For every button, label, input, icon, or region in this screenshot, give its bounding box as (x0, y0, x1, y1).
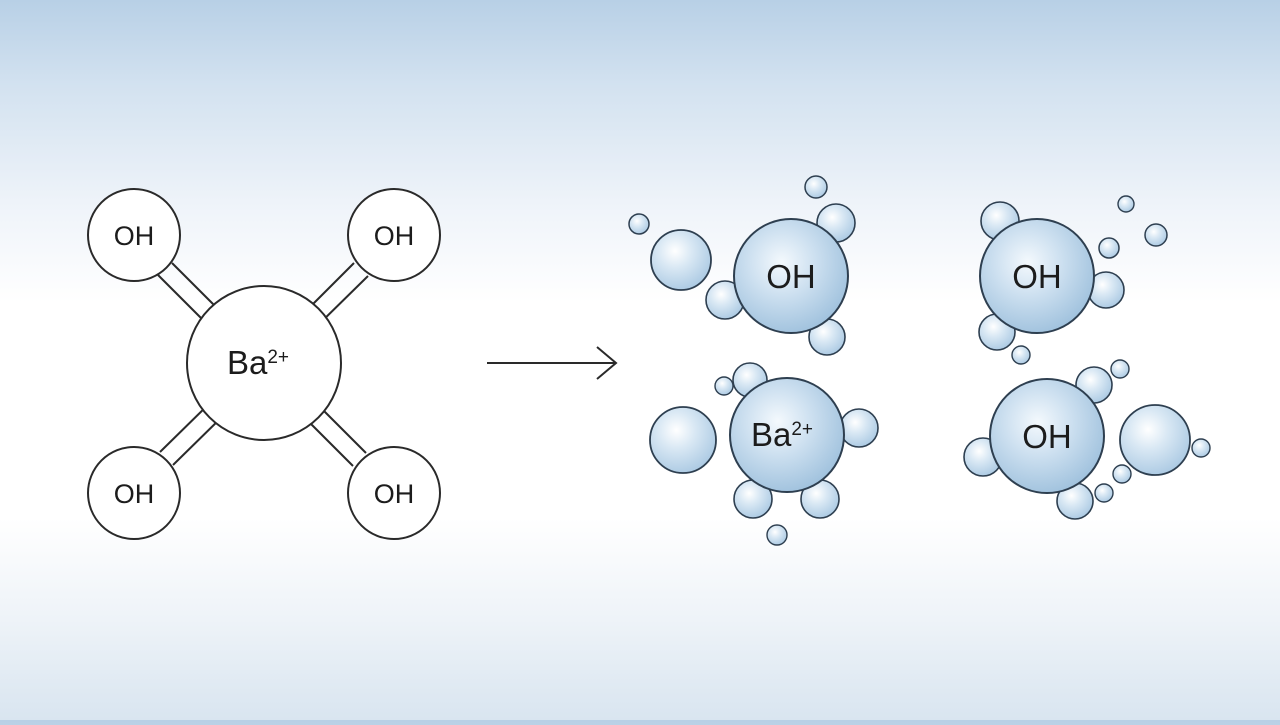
water-droplet (1011, 345, 1031, 365)
ion-label: OH (1022, 418, 1072, 455)
hydroxide-atom-top-left: OH (87, 188, 181, 282)
hydroxide-atom-top-right: OH (347, 188, 441, 282)
water-droplet (1094, 483, 1114, 503)
water-droplet (628, 213, 650, 235)
water-droplet (649, 406, 717, 474)
water-droplet (1098, 237, 1120, 259)
hydroxide-atom-bottom-left: OH (87, 446, 181, 540)
water-droplet (839, 408, 879, 448)
hydroxide-label: OH (374, 221, 415, 251)
water-droplet (1144, 223, 1168, 247)
hydroxide-label: OH (374, 479, 415, 509)
water-droplet (1191, 438, 1211, 458)
hydrated-hydroxide-3: OH (963, 359, 1211, 520)
barium-atom: Ba2+ (186, 285, 342, 441)
water-droplet (714, 376, 734, 396)
hydroxide-label: OH (114, 479, 155, 509)
water-droplet (1117, 195, 1135, 213)
water-droplet (1119, 404, 1191, 476)
water-droplet (766, 524, 788, 546)
ion-label: OH (1012, 258, 1062, 295)
hydroxide-label: OH (114, 221, 155, 251)
water-droplet (1112, 464, 1132, 484)
barium-ion-charge: 2+ (791, 419, 813, 440)
water-droplet (1110, 359, 1130, 379)
hydroxide-atom-bottom-right: OH (347, 446, 441, 540)
barium-symbol: Ba (227, 344, 268, 381)
water-droplet (804, 175, 828, 199)
dissociated-ions: OH OH (628, 175, 1211, 546)
barium-ion-symbol: Ba (751, 416, 792, 453)
compound-structure: Ba2+ OH OH OH OH (87, 188, 441, 540)
barium-charge: 2+ (267, 347, 289, 368)
water-droplet (650, 229, 712, 291)
hydrated-hydroxide-2: OH (978, 195, 1168, 365)
ion-label: OH (766, 258, 816, 295)
svg-text:Ba2+: Ba2+ (751, 416, 813, 453)
reaction-arrow-icon (487, 346, 618, 380)
hydrated-barium: Ba2+ (649, 362, 879, 546)
svg-text:Ba2+: Ba2+ (227, 344, 289, 381)
hydrated-hydroxide-1: OH (628, 175, 856, 356)
